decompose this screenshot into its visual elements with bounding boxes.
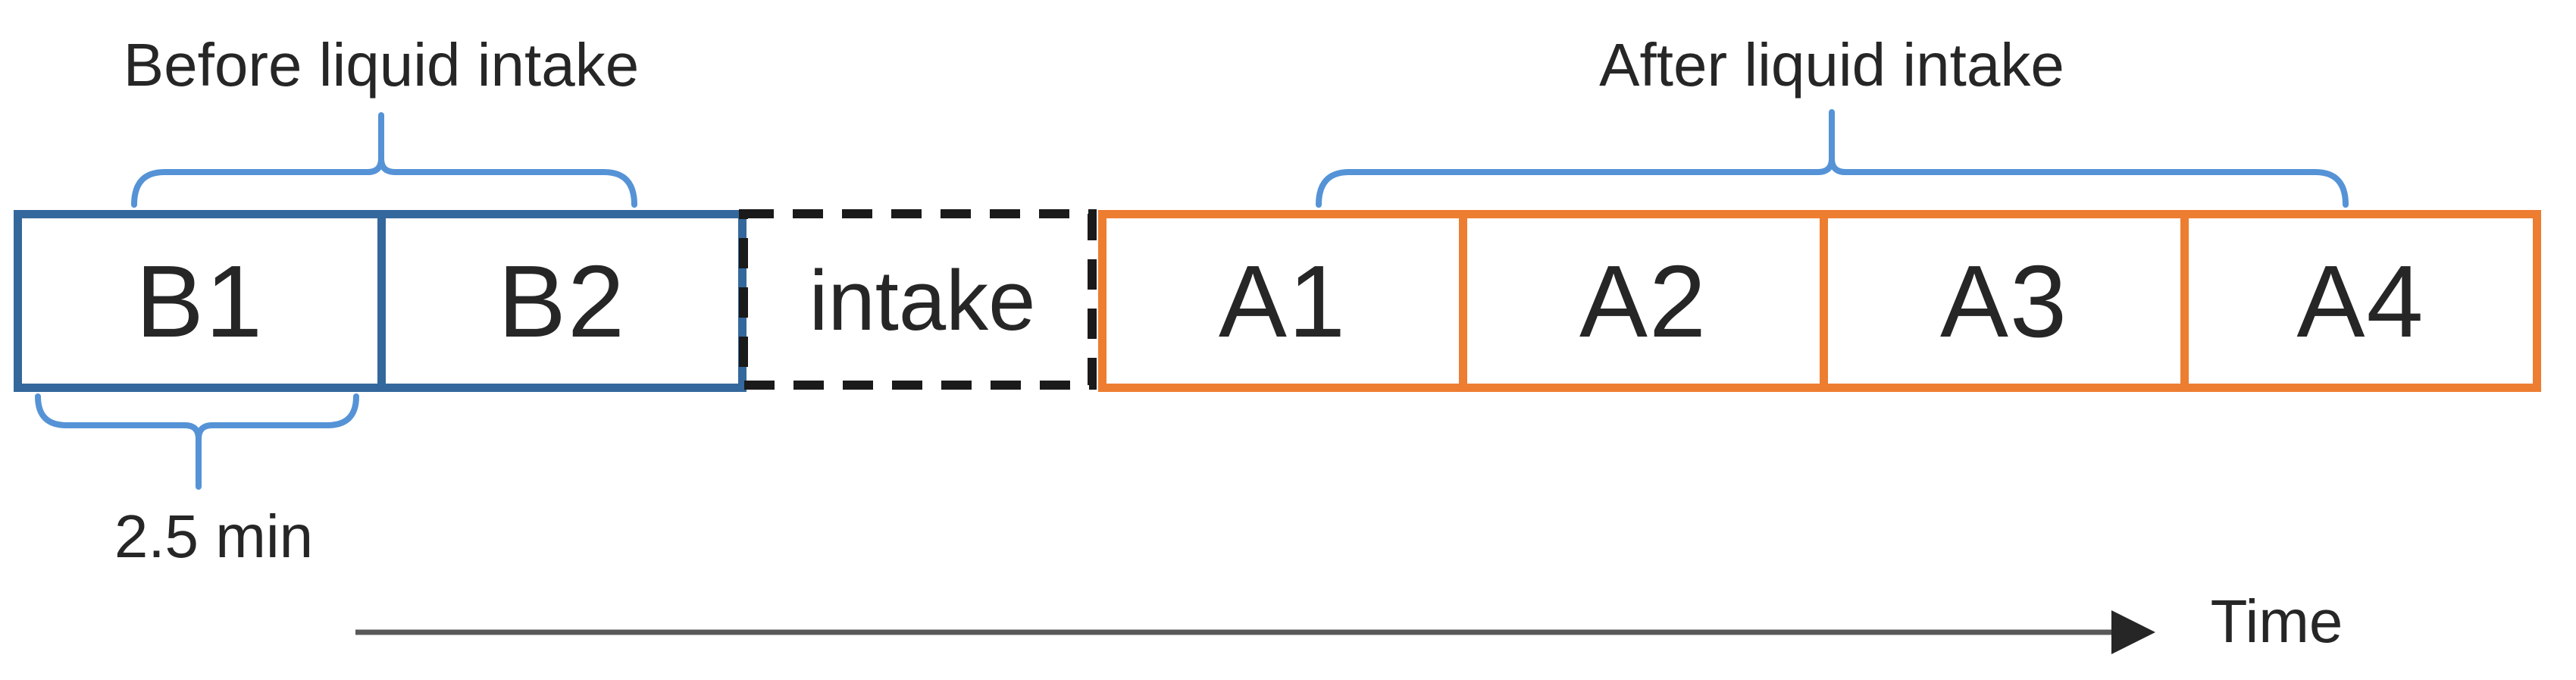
- box-a3: A3: [1820, 210, 2189, 392]
- time-arrowhead-icon: [2111, 610, 2155, 654]
- duration-brace: [35, 393, 359, 490]
- box-a4: A4: [2180, 210, 2541, 392]
- box-a2: A2: [1459, 210, 1828, 392]
- after-phase-brace: [1316, 109, 2349, 208]
- box-b1: B1: [14, 210, 386, 392]
- box-b1-label: B1: [135, 243, 264, 359]
- box-a1-label: A1: [1218, 243, 1347, 359]
- box-intake: intake: [747, 210, 1098, 392]
- before-phase-brace: [131, 112, 637, 208]
- duration-label: 2.5 min: [114, 503, 314, 570]
- box-b2-label: B2: [497, 243, 627, 359]
- box-a3-label: A3: [1939, 243, 2069, 359]
- box-b2: B2: [377, 210, 747, 392]
- box-intake-label: intake: [809, 253, 1036, 348]
- before-phase-label: Before liquid intake: [123, 31, 640, 99]
- box-a2-label: A2: [1579, 243, 1708, 359]
- time-axis-label: Time: [2210, 588, 2343, 655]
- after-phase-label: After liquid intake: [1599, 31, 2064, 99]
- box-a4-label: A4: [2296, 243, 2425, 359]
- box-a1: A1: [1098, 210, 1467, 392]
